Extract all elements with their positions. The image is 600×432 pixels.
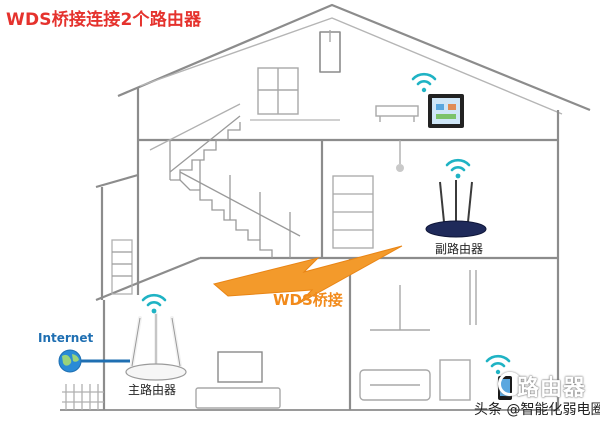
router-icon — [125, 312, 187, 381]
watermark-logo: 路由器 — [517, 376, 587, 401]
tv — [217, 351, 263, 383]
wifi-icon — [485, 354, 511, 375]
sofa — [359, 369, 431, 401]
cabinet — [439, 359, 471, 401]
roof — [117, 3, 591, 112]
fence — [62, 384, 104, 410]
wifi-icon — [141, 293, 167, 314]
sub-router-label: 副路由器 — [435, 242, 484, 256]
globe-icon — [58, 349, 82, 373]
wds-link-label: WDS桥接 — [273, 291, 343, 309]
lightning-icon — [212, 245, 403, 305]
tv-cabinet — [195, 387, 281, 409]
staircase — [170, 122, 241, 181]
tablet-icon — [428, 94, 464, 128]
router-icon — [425, 180, 487, 238]
diagram-title: WDS桥接连接2个路由器 — [6, 10, 202, 30]
main-router-label: 主路由器 — [128, 383, 177, 397]
wifi-icon — [411, 72, 437, 93]
watermark-logo-icon — [498, 372, 522, 396]
internet-label: Internet — [38, 331, 94, 345]
wifi-icon — [445, 158, 471, 179]
watermark-text: 头条 @智能化弱电圈 — [474, 402, 600, 418]
